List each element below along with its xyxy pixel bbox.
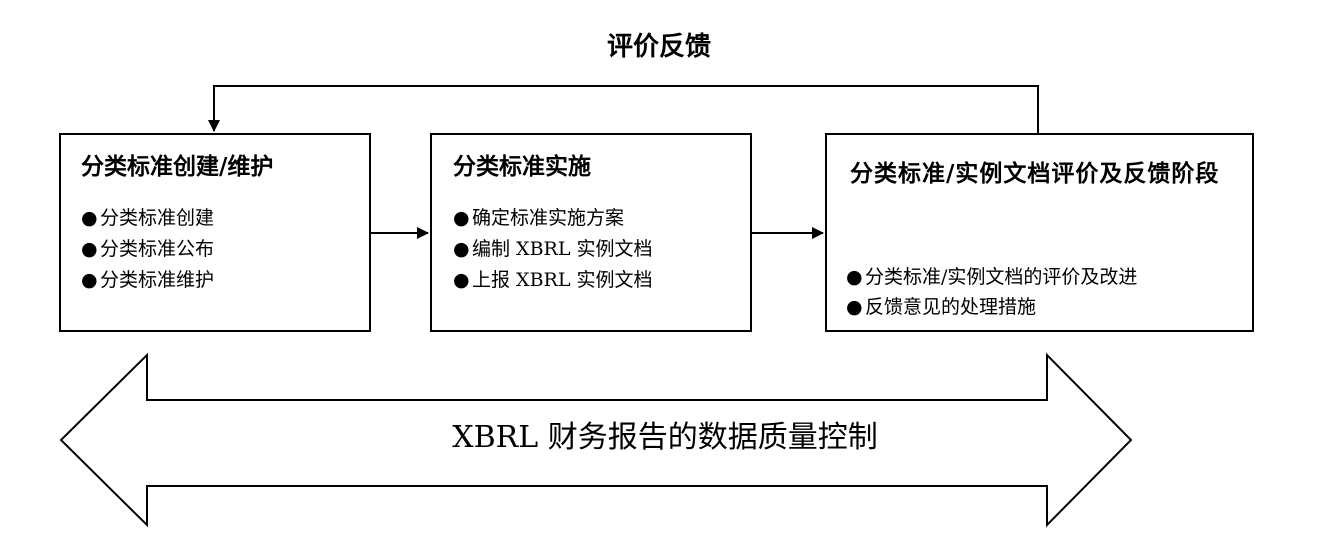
feedback-label: 评价反馈 bbox=[606, 32, 711, 62]
stage-title: 分类标准创建/维护 bbox=[81, 153, 274, 180]
stage-item: ●编制 XBRL 实例文档 bbox=[453, 234, 653, 265]
stage-item-text: 分类标准公布 bbox=[100, 238, 215, 260]
stage-item: ●确定标准实施方案 bbox=[453, 203, 653, 234]
stage-item: ●分类标准公布 bbox=[81, 234, 214, 265]
feedback-loop-arrow bbox=[208, 85, 1039, 133]
stage-item-text: 确定标准实施方案 bbox=[472, 207, 625, 229]
stage-item: ●上报 XBRL 实例文档 bbox=[453, 265, 653, 296]
stage-item-text: 分类标准创建 bbox=[100, 207, 215, 229]
stage-box-implementation: 分类标准实施 ●确定标准实施方案 ●编制 XBRL 实例文档 ●上报 XBRL … bbox=[430, 133, 752, 332]
bullet-icon: ● bbox=[846, 296, 863, 318]
bullet-icon: ● bbox=[453, 207, 470, 229]
stage-box-evaluation-feedback: 分类标准/实例文档评价及反馈阶段 ●分类标准/实例文档的评价及改进 ●反馈意见的… bbox=[825, 133, 1254, 332]
stage-item-text: 上报 XBRL 实例文档 bbox=[472, 269, 653, 291]
bullet-icon: ● bbox=[453, 238, 470, 260]
stage-item-list: ●确定标准实施方案 ●编制 XBRL 实例文档 ●上报 XBRL 实例文档 bbox=[453, 203, 653, 296]
quality-control-label: XBRL 财务报告的数据质量控制 bbox=[452, 420, 878, 455]
stage-item-list: ●分类标准/实例文档的评价及改进 ●反馈意见的处理措施 bbox=[846, 262, 1137, 322]
stage-title: 分类标准实施 bbox=[453, 153, 591, 180]
bullet-icon: ● bbox=[846, 266, 863, 288]
stage-item-text: 分类标准维护 bbox=[100, 269, 215, 291]
stage-item-text: 分类标准/实例文档的评价及改进 bbox=[865, 266, 1138, 288]
stage-item: ●反馈意见的处理措施 bbox=[846, 292, 1137, 322]
stage-item-text: 反馈意见的处理措施 bbox=[865, 296, 1037, 318]
stage-item-text: 编制 XBRL 实例文档 bbox=[472, 238, 653, 260]
stage-box-create-maintain: 分类标准创建/维护 ●分类标准创建 ●分类标准公布 ●分类标准维护 bbox=[59, 133, 371, 332]
stage-item-list: ●分类标准创建 ●分类标准公布 ●分类标准维护 bbox=[81, 203, 214, 296]
bullet-icon: ● bbox=[453, 269, 470, 291]
stage-title: 分类标准/实例文档评价及反馈阶段 bbox=[850, 160, 1220, 187]
bullet-icon: ● bbox=[81, 238, 98, 260]
stage-item: ●分类标准创建 bbox=[81, 203, 214, 234]
bullet-icon: ● bbox=[81, 269, 98, 291]
quality-control-double-arrow bbox=[59, 352, 1133, 528]
bullet-icon: ● bbox=[81, 207, 98, 229]
stage-item: ●分类标准/实例文档的评价及改进 bbox=[846, 262, 1137, 292]
stage-item: ●分类标准维护 bbox=[81, 265, 214, 296]
